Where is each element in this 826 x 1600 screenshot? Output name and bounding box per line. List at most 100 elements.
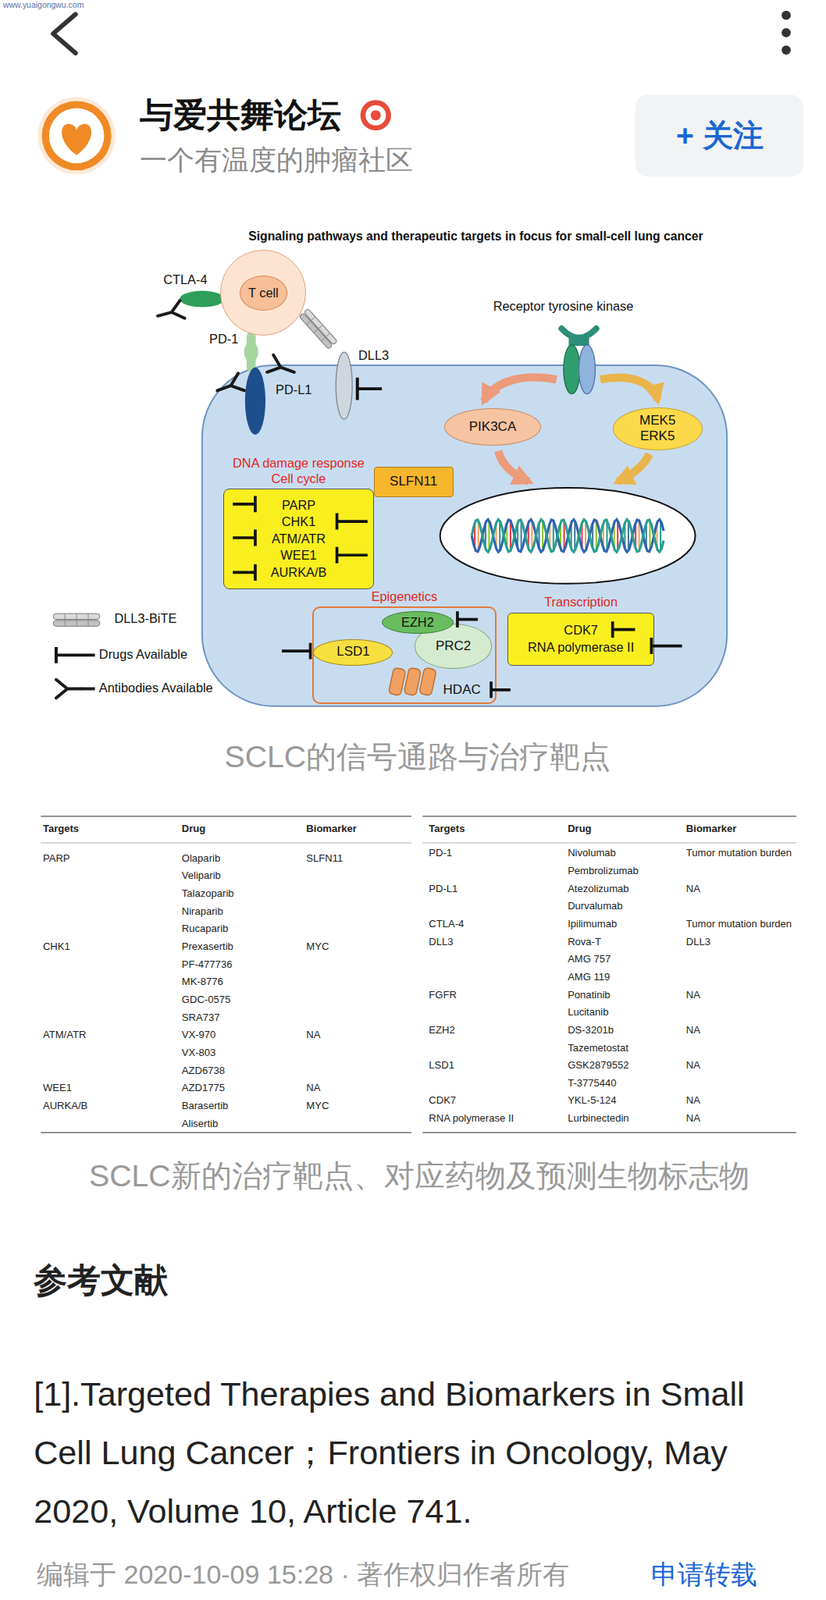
table-cell-wrap: Nivolumab bbox=[567, 847, 616, 860]
table-cell: Tumor mutation burden bbox=[686, 847, 792, 860]
table-header: Targets bbox=[428, 822, 465, 836]
label-text: PD-L1 bbox=[275, 382, 312, 399]
table-cell-wrap: Ipilimumab bbox=[567, 918, 617, 931]
table-cell: AZD1775 bbox=[181, 1082, 225, 1095]
table-cell-wrap: VX-803 bbox=[181, 1046, 217, 1060]
label-wrap: 与爱共舞论坛 bbox=[139, 95, 342, 136]
table-cell: MK-8776 bbox=[181, 975, 224, 989]
table-cell: Veliparib bbox=[181, 869, 221, 883]
table-cell-wrap: Durvalumab bbox=[567, 900, 623, 913]
heading-wrap: Transcription bbox=[544, 594, 618, 611]
table-cell: AZD6738 bbox=[181, 1064, 225, 1078]
table-cell: Alisertib bbox=[181, 1117, 218, 1131]
table-cell-wrap: Drug bbox=[567, 822, 592, 836]
table-cell: NA bbox=[306, 1082, 321, 1095]
table-cell-wrap: NA bbox=[686, 989, 701, 1002]
table-cell: NA bbox=[686, 1112, 701, 1126]
table-cell-wrap: GDC-0575 bbox=[181, 993, 231, 1007]
table-cell: AMG 119 bbox=[567, 971, 610, 984]
label-text: [1].Targeted Therapies and Biomarkers in… bbox=[33, 1365, 790, 1542]
table-cell-wrap: LSD1 bbox=[428, 1059, 455, 1072]
table-cell-wrap: Tumor mutation burden bbox=[686, 918, 792, 931]
receptor-symbol bbox=[561, 328, 596, 395]
table-cell: Pembrolizumab bbox=[567, 865, 639, 878]
table-cell-wrap: Targets bbox=[428, 822, 465, 836]
table-cell-wrap: Drug bbox=[181, 822, 206, 836]
follow-button bbox=[634, 95, 804, 178]
label-text: Receptor tyrosine kinase bbox=[493, 299, 634, 315]
dna-strand bbox=[471, 519, 664, 553]
legend-item: DLL3-BiTE bbox=[113, 611, 177, 627]
table-cell: RNA polymerase II bbox=[428, 1112, 514, 1126]
figure-caption: SCLC的信号通路与治疗靶点 bbox=[224, 738, 612, 776]
table-cell: NA bbox=[686, 1059, 701, 1072]
table-cell-wrap: RNA polymerase II bbox=[428, 1112, 514, 1126]
node-text: RNA polymerase II bbox=[527, 639, 634, 657]
table-cell-wrap: PF-477736 bbox=[181, 958, 233, 972]
table-cell-wrap: Targets bbox=[42, 822, 79, 836]
transcription-box: TranscriptionCDK7RNA polymerase II bbox=[507, 612, 655, 666]
mek5-erk5-ellipse: MEK5 ERK5 bbox=[612, 407, 703, 451]
table-cell: Barasertib bbox=[181, 1100, 229, 1113]
table-cell-wrap: T-3775440 bbox=[567, 1077, 616, 1090]
table-cell: DLL3 bbox=[686, 936, 711, 949]
histone-symbol bbox=[388, 667, 438, 697]
table-cell: Tazemetostat bbox=[567, 1042, 629, 1055]
section-heading: Epigenetics bbox=[371, 589, 438, 606]
table-cell: Nivolumab bbox=[567, 847, 616, 860]
diagram-title: Signaling pathways and therapeutic targe… bbox=[248, 229, 703, 245]
table-cell: PF-477736 bbox=[181, 958, 233, 972]
table-cell: GSK2879552 bbox=[567, 1059, 629, 1072]
node-text: PARP bbox=[281, 497, 316, 515]
table-cell: FGFR bbox=[428, 989, 457, 1002]
table-header: Targets bbox=[42, 822, 79, 836]
node-text: ATM/ATR bbox=[271, 530, 326, 549]
table-cell: PD-L1 bbox=[428, 882, 458, 896]
section-heading: Transcription bbox=[544, 594, 618, 611]
table-header: Biomarker bbox=[686, 822, 737, 836]
table-cell: VX-970 bbox=[181, 1028, 217, 1042]
table-cell-wrap: PD-L1 bbox=[428, 882, 458, 896]
table-cell-wrap: Tazemetostat bbox=[567, 1042, 629, 1055]
table-cell-wrap: NA bbox=[306, 1082, 321, 1095]
table-cell: Rova-T bbox=[567, 936, 602, 949]
table-cell: MYC bbox=[306, 1100, 329, 1113]
table-cell-wrap: NA bbox=[686, 1024, 701, 1037]
table-cell: Rucaparib bbox=[181, 922, 229, 936]
node-text: WEE1 bbox=[280, 547, 317, 565]
table-cell: Ponatinib bbox=[567, 989, 610, 1002]
table-cell: NA bbox=[686, 1094, 701, 1108]
legend-item: Antibodies Available bbox=[99, 680, 214, 697]
dna-helix bbox=[471, 519, 664, 553]
table-cell: LSD1 bbox=[428, 1059, 455, 1072]
label-wrap: 参考文献 bbox=[33, 1260, 168, 1302]
table-cell: SLFN11 bbox=[306, 852, 343, 866]
label-wrap: DLL3 bbox=[358, 348, 389, 364]
table-cell: WEE1 bbox=[42, 1082, 72, 1095]
table-cell-wrap: AMG 757 bbox=[567, 953, 611, 966]
table-cell-wrap: NA bbox=[686, 1094, 701, 1108]
table-cell-wrap: NA bbox=[686, 1112, 701, 1126]
label-wrap: [1].Targeted Therapies and Biomarkers in… bbox=[33, 1365, 790, 1542]
label-wrap: HDAC bbox=[443, 682, 481, 698]
table-cell: PD-1 bbox=[428, 847, 453, 860]
table-cell-wrap: Barasertib bbox=[181, 1100, 229, 1113]
label-text: www.yuaigongwu.com bbox=[3, 0, 84, 11]
badge-icon bbox=[360, 99, 392, 131]
label-text: DLL3 bbox=[358, 348, 389, 364]
menu-dots bbox=[781, 10, 791, 55]
table-cell-wrap: Alisertib bbox=[181, 1117, 218, 1131]
section-heading: DNA damage response Cell cycle bbox=[221, 455, 375, 487]
table-cell-wrap: YKL-5-124 bbox=[567, 1094, 616, 1108]
title-wrap: Signaling pathways and therapeutic targe… bbox=[248, 229, 703, 245]
table-cell-wrap: Rucaparib bbox=[181, 922, 229, 936]
table-cell: PARP bbox=[42, 852, 71, 866]
table-cell-wrap: EZH2 bbox=[428, 1024, 455, 1037]
table-cell: T-3775440 bbox=[567, 1077, 616, 1090]
label-text: 编辑于 2020-10-09 15:28 · 著作权归作者所有 bbox=[36, 1559, 570, 1592]
table-cell: Tumor mutation burden bbox=[686, 918, 792, 931]
table-cell-wrap: Biomarker bbox=[686, 822, 737, 836]
label-text: 申请转载 bbox=[651, 1559, 758, 1592]
